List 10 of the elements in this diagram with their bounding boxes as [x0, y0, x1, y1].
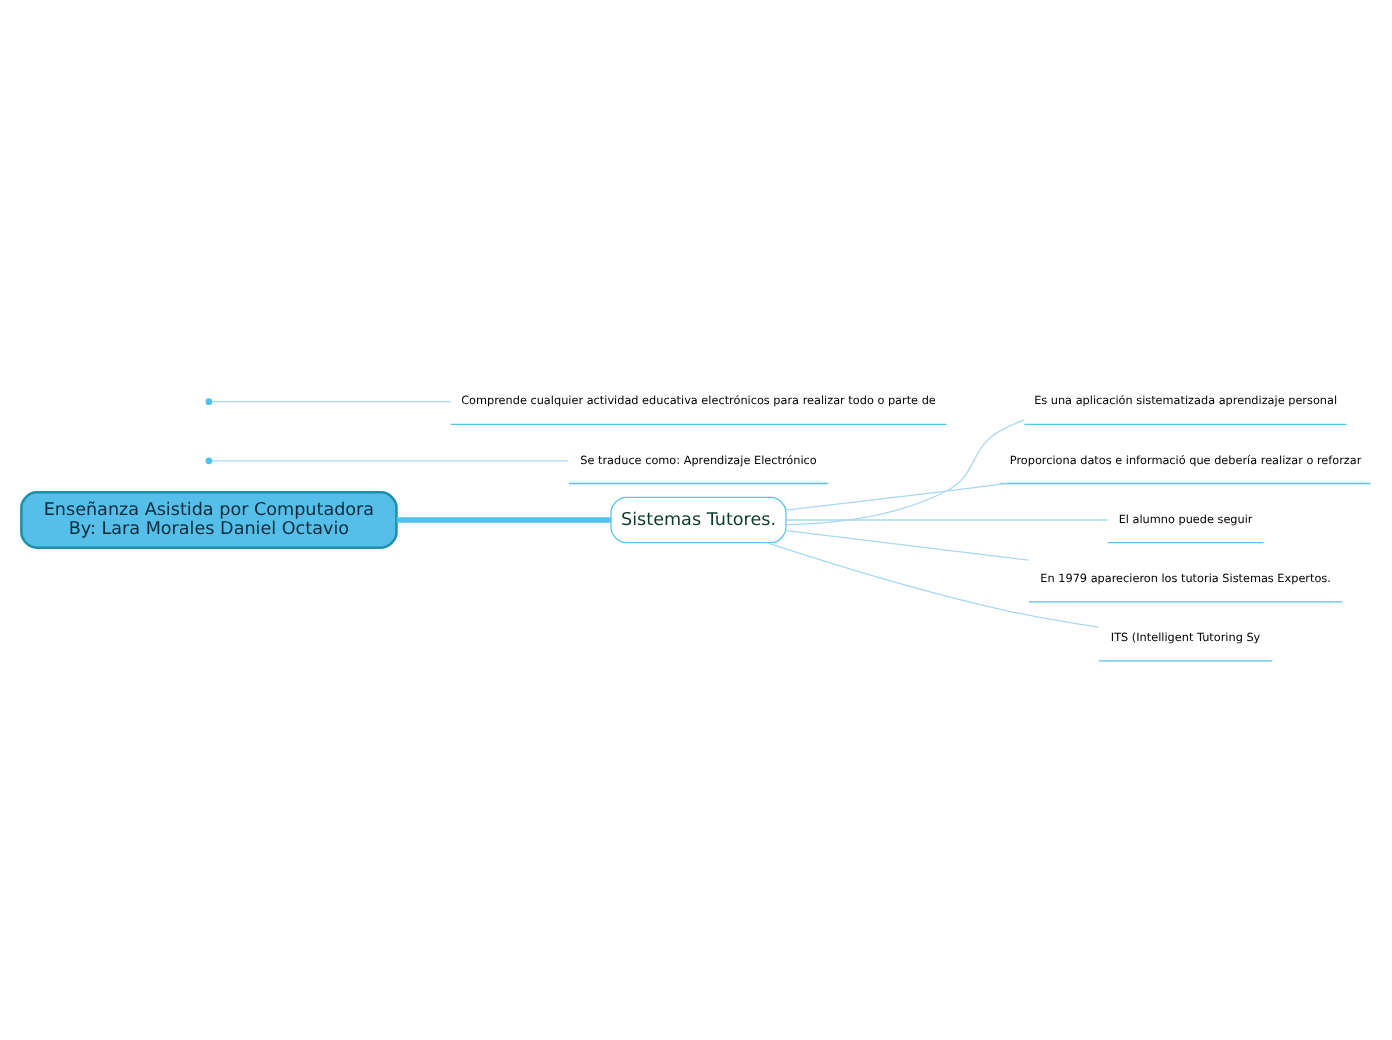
node-box: Enseñanza Asistida por Computadora By: Lara Morales Daniel Octavio	[20, 491, 398, 549]
connector	[785, 529, 1030, 561]
connector	[211, 460, 569, 462]
connector	[785, 519, 1108, 521]
connector	[766, 542, 1099, 628]
connector	[211, 401, 451, 403]
connector	[785, 482, 1008, 511]
node-box: Sistemas Tutores.	[610, 496, 787, 544]
connector	[396, 517, 611, 523]
connector	[785, 419, 1025, 526]
